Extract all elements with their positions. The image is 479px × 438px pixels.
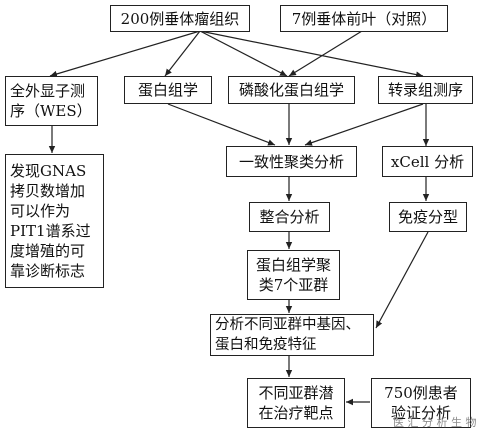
arrow-tumor-to-proteomics <box>164 30 201 77</box>
validation-label: 750例患者 验证分析 <box>384 384 458 422</box>
wes-box: 全外显子测 序（WES） <box>5 76 98 126</box>
integration-label: 整合分析 <box>259 208 320 226</box>
transcriptomics-label: 转录组测序 <box>387 81 463 99</box>
control-samples-label: 7例垂体前叶（对照） <box>291 9 437 28</box>
phosphoproteomics-label: 磷酸化蛋白组学 <box>238 81 344 99</box>
gnas-finding-label: 发现GNAS 拷贝数增加 可以作为 PIT1谱系过 度增殖的可 靠诊断标志 <box>10 162 91 280</box>
proteomics-box: 蛋白组学 <box>124 76 212 104</box>
arrow-tumor-to-transcriptome <box>199 30 424 78</box>
targets-box: 不同亚群潜 在治疗靶点 <box>247 378 345 428</box>
xcell-label: xCell 分析 <box>390 152 465 171</box>
consensus-clustering-label: 一致性聚类分析 <box>238 152 344 171</box>
immune-typing-label: 免疫分型 <box>397 208 458 226</box>
xcell-box: xCell 分析 <box>382 146 473 177</box>
arrow-proteomics-to-clustering <box>167 103 276 146</box>
targets-label: 不同亚群潜 在治疗靶点 <box>258 384 334 422</box>
transcriptomics-box: 转录组测序 <box>378 76 473 104</box>
arrow-tumor-to-wes <box>49 30 201 78</box>
integration-box: 整合分析 <box>249 202 330 232</box>
control-samples-box: 7例垂体前叶（对照） <box>280 5 448 32</box>
wes-label: 全外显子测 序（WES） <box>10 82 92 120</box>
tumor-samples-box: 200例垂体瘤组织 <box>110 5 250 32</box>
tumor-samples-label: 200例垂体瘤组织 <box>120 9 240 28</box>
immune-typing-box: 免疫分型 <box>389 202 467 232</box>
consensus-clustering-box: 一致性聚类分析 <box>226 146 357 177</box>
proteomics-label: 蛋白组学 <box>137 81 198 99</box>
arrow-transcriptome-to-clustering <box>304 103 424 146</box>
arrow-control-to-phospho <box>288 30 363 77</box>
gnas-finding-box: 发现GNAS 拷贝数增加 可以作为 PIT1谱系过 度增殖的可 靠诊断标志 <box>5 154 104 288</box>
phosphoproteomics-box: 磷酸化蛋白组学 <box>228 76 355 104</box>
subgroup-features-box: 分析不同亚群中基因、 蛋白和免疫特征 <box>210 314 374 356</box>
arrow-immune-to-features <box>375 231 429 329</box>
arrow-tumor-to-phospho <box>199 30 288 77</box>
subgroup-features-label: 分析不同亚群中基因、 蛋白和免疫特征 <box>215 317 360 353</box>
proteome-subgroups-label: 蛋白组学聚 类7个亚群 <box>255 256 331 294</box>
watermark: 医 汇 分 析 生 物 <box>393 416 477 429</box>
proteome-subgroups-box: 蛋白组学聚 类7个亚群 <box>247 250 340 300</box>
validation-box: 750例患者 验证分析 <box>371 378 471 428</box>
